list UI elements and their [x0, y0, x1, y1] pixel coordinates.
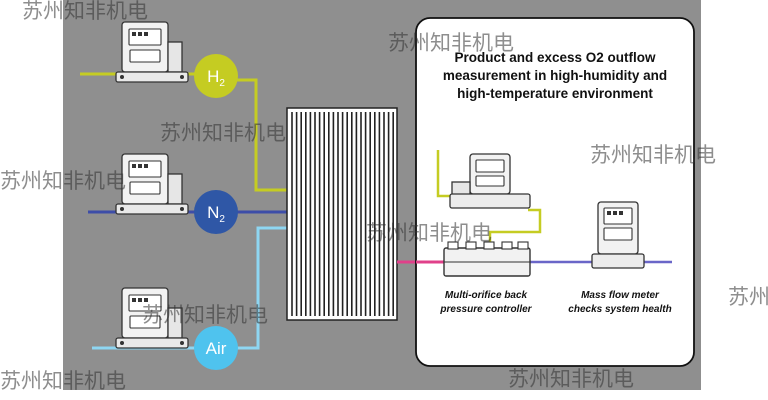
watermark-4: 苏州知非机电	[0, 169, 126, 193]
svg-text:Air: Air	[206, 339, 227, 358]
panel-title-line-1: Product and excess O2 outflow	[454, 50, 656, 65]
mass-flow-meter	[591, 201, 645, 269]
watermark-9: 苏州知非机电	[0, 369, 126, 393]
gas-n2-subscript: 2	[219, 214, 225, 225]
mfm-caption-line-2: checks system health	[568, 304, 671, 315]
gas-h2-subscript: 2	[219, 78, 225, 89]
watermark-5: 苏州知非机电	[590, 143, 716, 167]
svg-text:N2: N2	[207, 203, 225, 225]
panel-title-line-3: high-temperature environment	[457, 86, 653, 101]
watermark-10: 苏州知非机电	[508, 367, 634, 391]
watermark-1: 苏州知非机电	[22, 0, 148, 23]
gas-air-symbol: Air	[206, 339, 227, 358]
bpc-caption-line-1: Multi-orifice back	[445, 290, 528, 301]
watermark-6: 苏州知非机电	[366, 221, 492, 245]
gas-h2-symbol: H	[207, 67, 219, 86]
watermark-8: 苏州知非机电	[728, 285, 768, 309]
gas-n2-symbol: N	[207, 203, 219, 222]
outflow-panel	[415, 17, 695, 367]
gas-n2: N2	[194, 190, 238, 234]
fuel-cell-stack	[286, 107, 398, 321]
watermark-7: 苏州知非机电	[142, 303, 268, 327]
watermark-3: 苏州知非机电	[160, 121, 286, 145]
panel-title-line-2: measurement in high-humidity and	[443, 68, 667, 83]
humidity-sensor-device	[449, 153, 531, 209]
gas-h2: H2	[194, 54, 238, 98]
back-pressure-controller	[443, 241, 531, 277]
gas-air: Air	[194, 326, 238, 370]
watermark-2: 苏州知非机电	[388, 31, 514, 55]
mfm-caption-line-1: Mass flow meter	[581, 290, 660, 301]
svg-text:H2: H2	[207, 67, 225, 89]
bpc-caption-line-2: pressure controller	[439, 304, 532, 315]
